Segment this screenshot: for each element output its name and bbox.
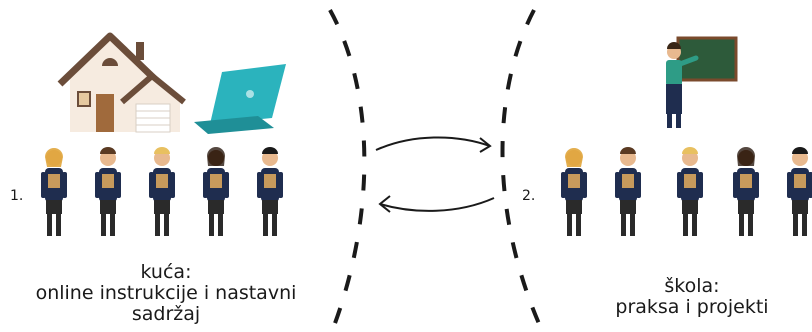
student-group-left bbox=[41, 147, 283, 236]
student-figure bbox=[677, 147, 703, 236]
student-figure bbox=[149, 147, 175, 236]
caption-line: sadržaj bbox=[131, 303, 201, 325]
caption-title: kuća: bbox=[140, 261, 192, 283]
divider-left bbox=[328, 9, 367, 327]
student-figure bbox=[95, 147, 121, 236]
arrow-right bbox=[375, 136, 492, 153]
divider-right bbox=[500, 9, 542, 327]
student-group-right bbox=[561, 147, 812, 236]
student-figure bbox=[257, 147, 283, 236]
teacher-chalkboard-icon bbox=[666, 36, 738, 128]
caption-line: praksa i projekti bbox=[615, 296, 769, 318]
step-number-right: 2. bbox=[522, 188, 536, 204]
caption-left: kuća: online instrukcije i nastavni sadr… bbox=[10, 262, 322, 325]
house-icon bbox=[57, 32, 186, 133]
laptop-icon bbox=[194, 64, 286, 134]
student-figure bbox=[203, 147, 229, 236]
caption-line: online instrukcije i nastavni bbox=[35, 282, 297, 304]
caption-right: škola: praksa i projekti bbox=[580, 276, 804, 318]
step-number-left: 1. bbox=[10, 188, 24, 204]
student-figure bbox=[561, 148, 587, 236]
student-figure bbox=[41, 148, 67, 236]
arrow-left bbox=[378, 195, 495, 213]
student-figure bbox=[615, 147, 641, 236]
student-figure bbox=[787, 147, 812, 236]
student-figure bbox=[733, 147, 759, 236]
caption-title: škola: bbox=[664, 275, 720, 297]
